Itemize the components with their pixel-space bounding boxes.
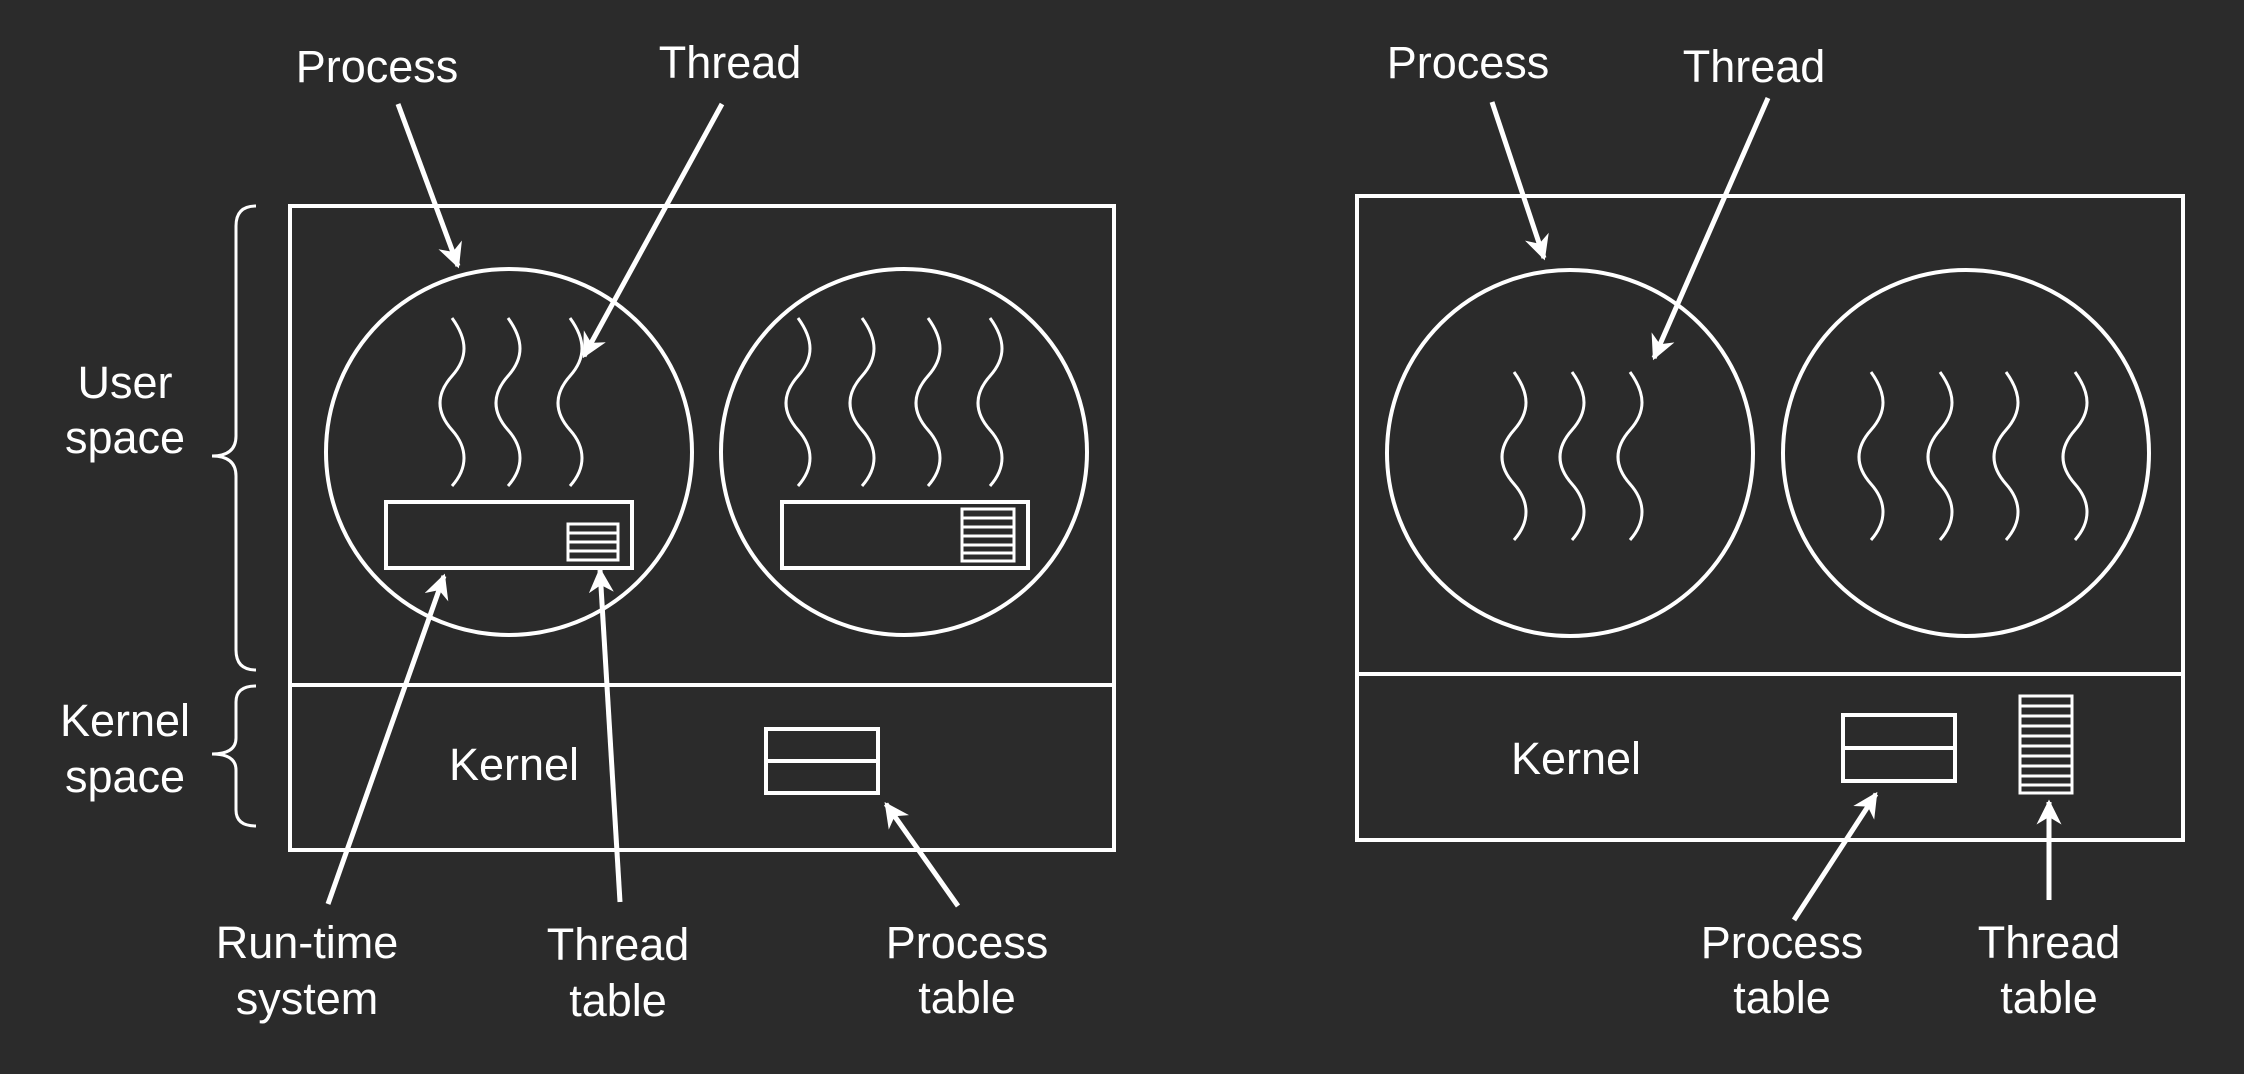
- kernel-space-label-line2: space: [65, 751, 185, 802]
- runtime-system-label-line2: system: [236, 973, 379, 1024]
- user-space-label-line1: User: [77, 357, 172, 408]
- right-diagram: Process Thread Kernel Process table Thre…: [1355, 37, 2185, 1023]
- right-thread-label: Thread: [1683, 41, 1826, 92]
- left-machine-box: [288, 204, 1116, 852]
- right-kernel-process-table: [1841, 713, 1957, 783]
- right-p2-thread-3: [1992, 370, 2020, 542]
- left-process-label: Process: [296, 41, 459, 92]
- right-process-1-circle: [1385, 268, 1755, 638]
- right-thread-table-label-line1: Thread: [1978, 917, 2121, 968]
- left-p1-thread-1: [438, 316, 466, 488]
- right-machine-box: [1355, 194, 2185, 842]
- right-process-label: Process: [1387, 37, 1550, 88]
- left-p2-thread-4: [976, 316, 1004, 488]
- left-runtime-system-box: [384, 500, 634, 570]
- left-thread-table-label-line1: Thread: [547, 919, 690, 970]
- right-thread-arrow: [1651, 96, 1771, 361]
- right-kernel-label: Kernel: [1511, 733, 1641, 784]
- right-process-table-arrow: [1791, 791, 1879, 922]
- left-p2-thread-3: [914, 316, 942, 488]
- right-kernel-thread-table: [2018, 694, 2074, 795]
- right-process-table-label-line2: table: [1733, 972, 1831, 1023]
- right-p1-thread-3: [1616, 370, 1644, 542]
- runtime-system-label-line1: Run-time: [216, 917, 399, 968]
- left-thread-label: Thread: [659, 37, 802, 88]
- left-p2-thread-1: [784, 316, 812, 488]
- left-process-1-circle: [324, 267, 694, 637]
- left-process-table-label-line1: Process: [886, 917, 1049, 968]
- kernel-space-label-line1: Kernel: [60, 695, 190, 746]
- right-p2-thread-2: [1926, 370, 1954, 542]
- runtime-system-arrow: [325, 573, 449, 905]
- right-process-table-label-line1: Process: [1701, 917, 1864, 968]
- left-p1-thread-table: [566, 522, 620, 562]
- right-p1-thread-1: [1500, 370, 1528, 542]
- user-space-brace: [211, 204, 257, 672]
- right-process-2-circle: [1781, 268, 2151, 638]
- right-p2-thread-4: [2061, 370, 2089, 542]
- right-process-arrow: [1489, 101, 1549, 261]
- user-space-label-line2: space: [65, 412, 185, 463]
- left-process-2-circle: [719, 267, 1089, 637]
- left-p1-thread-3: [556, 316, 584, 488]
- left-p1-thread-2: [494, 316, 522, 488]
- left-kernel-label: Kernel: [449, 739, 579, 790]
- left-thread-arrow: [581, 102, 725, 359]
- left-p2-thread-table: [960, 507, 1016, 563]
- left-process-table-label-line2: table: [918, 972, 1016, 1023]
- left-thread-table-label-line2: table: [569, 975, 667, 1026]
- left-diagram: Process Thread User space Kernel space K…: [60, 37, 1116, 1026]
- left-thread-table-arrow: [588, 567, 623, 903]
- left-p2-thread-2: [848, 316, 876, 488]
- right-thread-table-label-line2: table: [2000, 972, 2098, 1023]
- right-p1-thread-2: [1558, 370, 1586, 542]
- left-process-arrow: [395, 103, 462, 269]
- kernel-space-brace: [211, 684, 257, 828]
- left-kernel-process-table: [764, 727, 880, 795]
- left-process-table-arrow: [883, 801, 961, 908]
- left-p2-runtime-system-box: [780, 500, 1030, 570]
- right-p2-thread-1: [1857, 370, 1885, 542]
